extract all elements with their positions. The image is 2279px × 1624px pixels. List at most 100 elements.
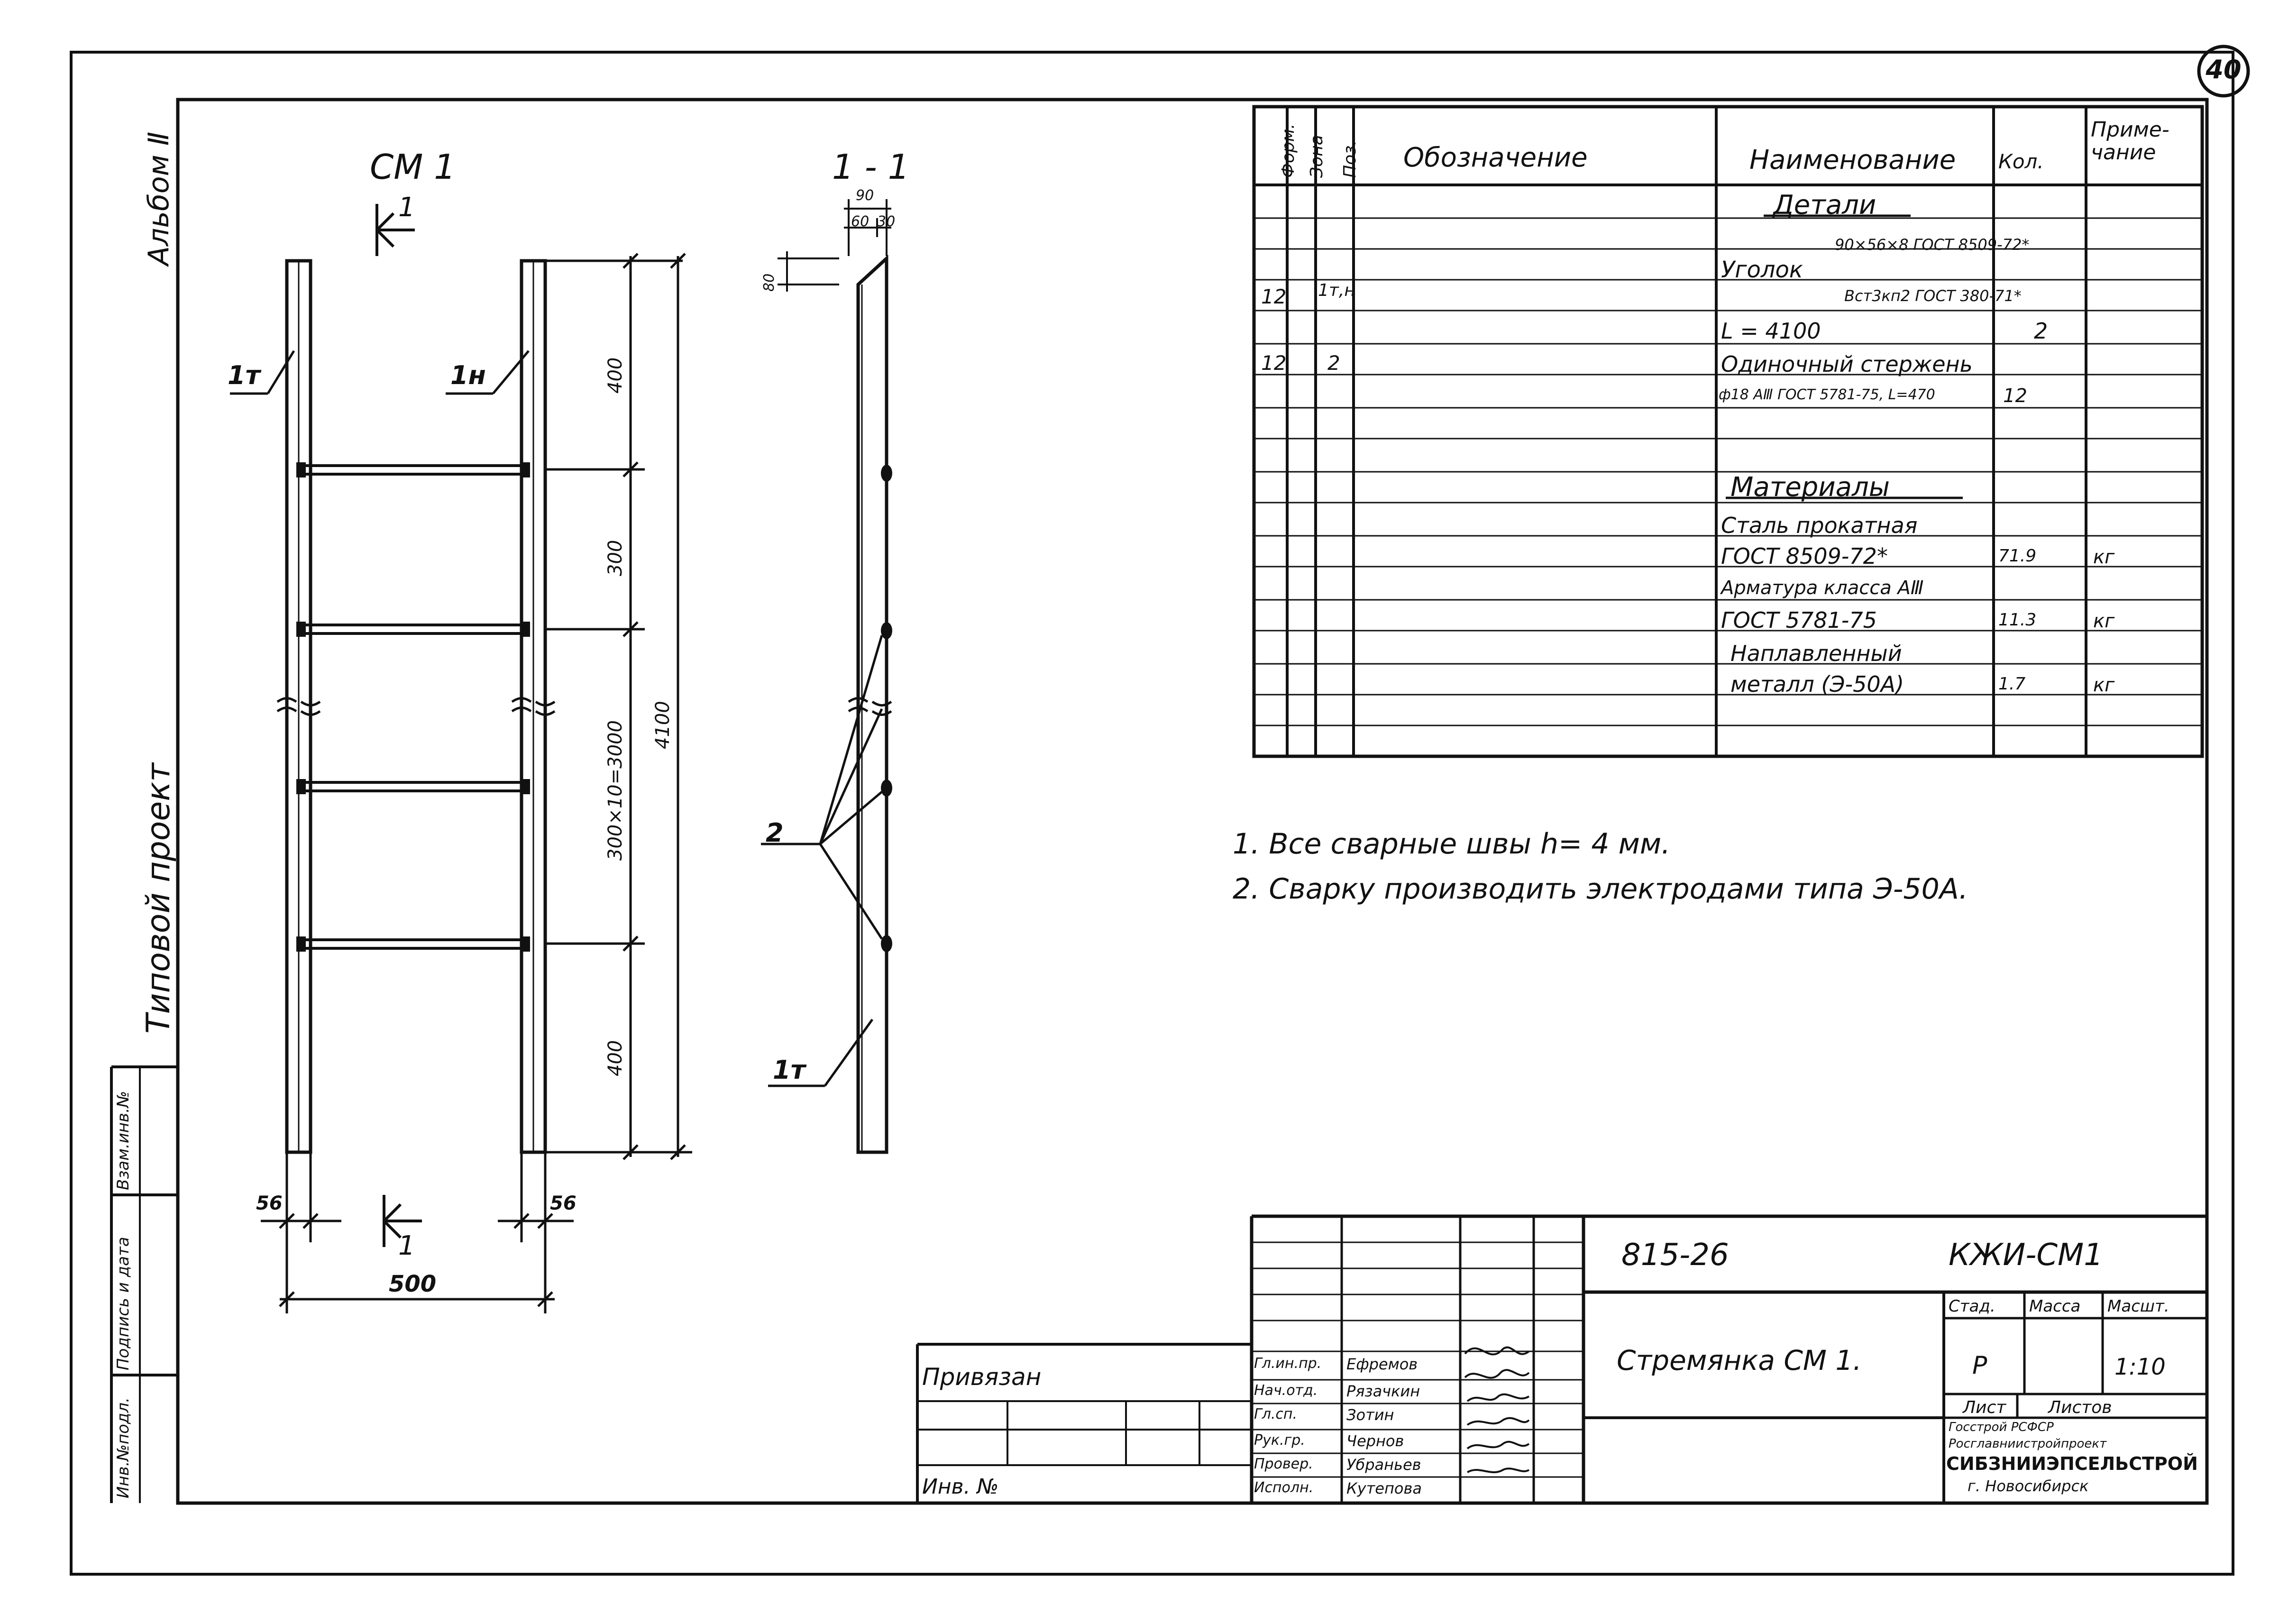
role-label: Рук.гр.: [1254, 1432, 1305, 1449]
spec-material-row: Сталь прокатная: [1721, 513, 1918, 538]
section-1-1-view: [761, 199, 892, 1154]
doc-title: Стремянка СМ 1.: [1617, 1344, 1862, 1376]
dim-56-right: 56: [550, 1193, 577, 1214]
album-label: Альбом Ⅱ: [142, 131, 175, 266]
note-2: 2. Сварку производить электродами типа Э…: [1233, 872, 1968, 906]
spec-rod-format: 12: [1261, 351, 1287, 375]
main-view-title: СМ 1: [370, 147, 456, 187]
signer-name: Зотин: [1346, 1406, 1394, 1424]
spec-angle-prefix: Уголок: [1721, 257, 1803, 283]
callout-stringer-left: 1т: [228, 360, 260, 390]
inv-number-label: Инв. №: [922, 1475, 999, 1499]
scale-label: Масшт.: [2107, 1297, 2169, 1316]
spec-material-qty: 11.3: [1998, 610, 2037, 630]
org-line-2: Росглавниистройпроект: [1949, 1437, 2107, 1451]
dim-300: 300: [604, 540, 626, 576]
role-label: Гл.сп.: [1254, 1406, 1298, 1422]
section-mark-bottom: 1: [398, 1230, 415, 1261]
role-label: Провер.: [1254, 1456, 1313, 1472]
stage-value: Р: [1972, 1351, 1987, 1380]
spec-angle-format: 12: [1261, 285, 1287, 308]
dim-56-left: 56: [256, 1193, 283, 1214]
dim-4100: 4100: [652, 701, 674, 749]
spec-material-unit: кг: [2093, 546, 2115, 568]
spec-material-qty: 71.9: [1998, 546, 2037, 566]
spec-rod-name: Одиночный стержень: [1721, 351, 1973, 377]
section-dim-80: 80: [761, 273, 778, 292]
sheet-number: 40: [2206, 55, 2242, 84]
title-block-grid: [916, 1214, 2207, 1503]
rung-2: [302, 624, 528, 635]
project-type-label: Типовой проект: [140, 762, 177, 1034]
spec-header-pos: Поз.: [1340, 140, 1360, 178]
spec-rod2-qty: 12: [2003, 385, 2027, 407]
spec-length-name: L = 4100: [1721, 318, 1821, 344]
outer-frame: [70, 51, 2234, 1576]
spec-angle-pos: 1т,н: [1318, 281, 1355, 300]
dim-400-bottom: 400: [604, 1040, 626, 1076]
spec-material-unit: кг: [2093, 674, 2115, 696]
spec-header-designation: Обозначение: [1403, 142, 1588, 173]
stage-label: Стад.: [1949, 1297, 1995, 1316]
signer-name: Чернов: [1346, 1432, 1404, 1450]
inner-frame: [176, 98, 2209, 1505]
org-name: СИБЗНИИЭПСЕЛЬСТРОЙ: [1946, 1453, 2198, 1474]
rung-4: [302, 938, 528, 950]
scale-value: 1:10: [2114, 1354, 2166, 1380]
sheet-label: Лист: [1963, 1398, 2006, 1417]
section-dim-30: 30: [877, 213, 896, 230]
section-view-title: 1 - 1: [832, 147, 910, 187]
section-dim-60: 60: [851, 213, 869, 230]
spec-table-grid: [1252, 105, 2204, 758]
signer-name: Ефремов: [1346, 1355, 1418, 1373]
spec-angle-top: 90×56×8 ГОСТ 8509-72*: [1835, 236, 2030, 254]
dim-300x10: 300×10=3000: [604, 720, 626, 861]
spec-header-qty: Кол.: [1998, 150, 2044, 173]
callout-stringer-section: 1т: [773, 1055, 805, 1085]
spec-material-qty: 1.7: [1998, 674, 2026, 694]
spec-header-name: Наименование: [1749, 145, 1956, 175]
mass-label: Масса: [2029, 1297, 2081, 1316]
privyazan-label: Привязан: [922, 1363, 1042, 1391]
org-city: г. Новосибирск: [1968, 1477, 2089, 1495]
rung-1: [302, 464, 528, 476]
spec-header-zone: Зона: [1307, 135, 1327, 178]
rung-3: [302, 781, 528, 792]
signer-name: Убраньев: [1346, 1456, 1421, 1474]
spec-rod2-name: ф18 АⅢ ГОСТ 5781-75, L=470: [1719, 386, 1935, 403]
section-dim-90: 90: [856, 187, 874, 204]
ladder-main-view: [230, 204, 692, 1313]
stamp-signature-label: Подпись и дата: [114, 1237, 133, 1370]
sheets-label: Листов: [2048, 1398, 2112, 1417]
spec-material-row: ГОСТ 5781-75: [1721, 607, 1877, 633]
role-label: Гл.ин.пр.: [1254, 1355, 1322, 1372]
spec-section-materials: Материалы: [1730, 472, 1890, 503]
signer-name: Кутепова: [1346, 1479, 1422, 1497]
stringer-section: [856, 255, 888, 1154]
section-mark-top: 1: [398, 192, 415, 223]
stamp-inv-label: Инв.№подл.: [114, 1397, 133, 1498]
role-label: Исполн.: [1254, 1479, 1314, 1496]
spec-material-row: ГОСТ 8509-72*: [1721, 543, 1888, 569]
role-label: Нач.отд.: [1254, 1382, 1318, 1399]
dim-500: 500: [389, 1271, 437, 1297]
doc-code: 815-26: [1621, 1238, 1729, 1273]
spec-material-row: Арматура класса АⅢ: [1721, 577, 1924, 599]
spec-length-qty: 2: [2034, 318, 2048, 344]
sheet-number-circle: [2197, 45, 2250, 98]
spec-angle-bottom: Вст3кп2 ГОСТ 380-71*: [1844, 287, 2022, 305]
note-1: 1. Все сварные швы h= 4 мм.: [1233, 827, 1671, 861]
signer-name: Рязачкин: [1346, 1382, 1420, 1400]
spec-material-unit: кг: [2093, 610, 2115, 632]
spec-section-details: Детали: [1773, 190, 1876, 220]
spec-header-note: Приме-чание: [2091, 118, 2169, 165]
doc-mark: КЖИ-СМ1: [1949, 1238, 2103, 1273]
callout-rung: 2: [766, 818, 784, 848]
spec-header-format: Форм.: [1279, 123, 1298, 178]
dim-400-top: 400: [604, 357, 626, 394]
spec-material-row: металл (Э-50А): [1730, 671, 1904, 697]
stamp-replace-label: Взам.инв.№: [114, 1091, 133, 1190]
org-line-1: Госстрой РСФСР: [1949, 1420, 2054, 1434]
callout-stringer-right: 1н: [450, 360, 486, 390]
